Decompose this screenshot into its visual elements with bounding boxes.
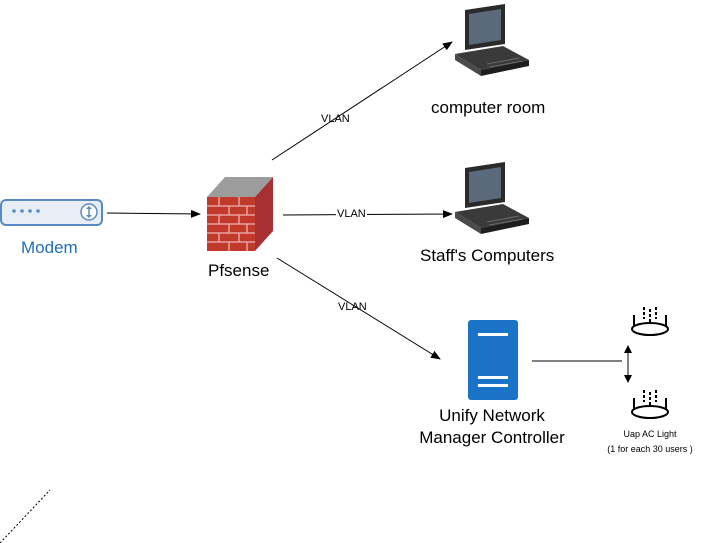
server-icon [468,320,518,400]
modem-label: Modem [21,238,78,257]
edge-firewall-to-staff [282,210,453,219]
edge-modem-to-firewall [106,209,201,218]
computer-room-icon [455,4,529,76]
access-point-icon [631,307,669,336]
staff-computers-label: Staff's Computers [420,246,555,265]
controller-label-line2: Manager Controller [419,428,565,447]
dashed-edge [0,489,51,543]
controller-label-line1: Unify Network [439,406,545,425]
computer-room-label: computer room [431,98,546,117]
firewall-brick-icon [207,177,273,251]
access-point-icon [631,390,669,419]
firewall-label: Pfsense [208,261,270,280]
edge-label-vlan: VLAN [336,208,367,220]
edge-firewall-to-computer-room [271,41,453,161]
edge-firewall-to-controller [276,257,441,360]
access-point-label-line2: (1 for each 30 users ) [607,444,693,454]
access-point-label-line1: Uap AC Light [623,429,677,439]
edge-label-vlan: VLAN [338,301,367,313]
edge-label-vlan: VLAN [321,113,350,125]
staff-computers-icon [455,162,529,234]
modem-icon [0,199,103,226]
